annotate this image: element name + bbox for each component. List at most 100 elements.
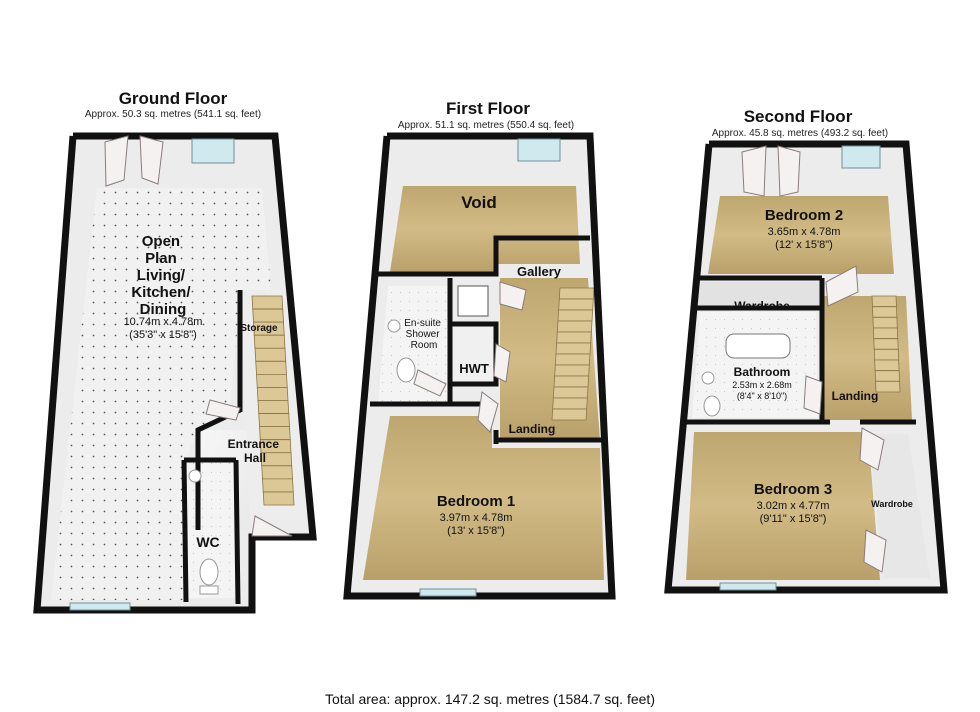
first-inner-wall-a <box>378 235 590 277</box>
total-area: Total area: approx. 147.2 sq. metres (15… <box>325 691 655 707</box>
bedroom1-dims-metric: 3.97m x 4.78m <box>440 512 513 524</box>
ground-floor: Ground Floor Approx. 50.3 sq. metres (54… <box>33 89 317 614</box>
ground-floor-title: Ground Floor <box>119 89 228 108</box>
ground-staircase <box>251 295 295 506</box>
void-label: Void <box>461 193 497 212</box>
ground-inner-wall-d <box>233 459 241 605</box>
first-stair-tread <box>551 408 588 421</box>
bedroom3-label: Bedroom 3 <box>754 481 832 498</box>
ensuite-line-2: Shower <box>406 329 441 340</box>
ensuite-line-1: En-suite <box>404 318 441 329</box>
bedroom1-dims-imperial: (13' x 15'8") <box>447 525 505 537</box>
ground-outer-wall <box>33 132 317 614</box>
second-stair-tread <box>872 327 899 340</box>
living-room-name: Open Plan Living/ Kitchen/ Dining <box>131 233 194 318</box>
bathroom-toilet <box>703 395 721 417</box>
ensuite-toilet <box>396 357 416 383</box>
first-staircase <box>551 287 595 421</box>
living-name-line-5: Dining <box>140 301 187 318</box>
wc-toilet <box>199 558 219 586</box>
living-dims-metric: 10.74m x 4.78m <box>124 316 203 328</box>
ground-stair-tread <box>253 334 286 349</box>
second-stair-tread <box>873 348 900 361</box>
bedroom3-dims-imperial: (9'11" x 15'8") <box>760 513 827 525</box>
second-stair-tread <box>874 370 900 382</box>
first-floor: First Floor Approx. 51.1 sq. metres (550… <box>343 99 616 600</box>
ground-stair-tread <box>252 308 284 323</box>
gallery-label: Gallery <box>517 264 562 279</box>
entrance-line-2: Hall <box>244 451 266 465</box>
first-stair-tread <box>554 353 591 366</box>
living-name-line-1: Open <box>142 233 180 250</box>
first-stair-tread <box>554 364 590 377</box>
bathroom-bath <box>725 333 791 359</box>
ground-window-rear <box>191 138 235 164</box>
ensuite-door <box>413 369 447 397</box>
ground-stair-tread <box>262 491 295 506</box>
storage-label: Storage <box>240 323 278 334</box>
ground-floor-area: Approx. 50.3 sq. metres (541.1 sq. feet) <box>85 109 261 120</box>
second-stair-tread <box>875 380 901 393</box>
ground-french-door-right <box>139 135 164 185</box>
second-floor-title: Second Floor <box>744 107 853 126</box>
bedroom1-label: Bedroom 1 <box>437 493 515 510</box>
second-window-rear <box>841 145 881 169</box>
ground-stair-tread <box>258 413 290 428</box>
first-stair-tread <box>558 287 595 300</box>
first-window-front <box>419 588 477 597</box>
wc-label: WC <box>196 534 219 550</box>
bathroom-dims-metric: 2.53m x 2.68m <box>732 380 792 390</box>
second-stair-tread <box>874 359 900 372</box>
bedroom2-dims-imperial: (12' x 15'8") <box>775 239 833 251</box>
ensuite-line-3: Room <box>411 340 438 351</box>
bathroom-basin <box>701 371 715 385</box>
gallery-door <box>499 281 527 311</box>
bathroom-door <box>803 375 823 415</box>
ensuite-floor <box>378 286 450 404</box>
ground-stair-tread <box>255 360 287 375</box>
first-stair-tread <box>552 397 588 410</box>
bedroom2-door-left <box>741 145 767 197</box>
bedroom1-door <box>477 391 499 433</box>
first-stair-tread <box>558 298 594 311</box>
hwt-floor <box>452 326 494 382</box>
first-floor-title: First Floor <box>446 99 530 118</box>
bedroom2-landing-door <box>825 265 859 307</box>
first-window-rear <box>517 138 561 162</box>
entrance-line-1: Entrance <box>228 437 280 451</box>
wardrobe-top-label: Wardrobe <box>734 299 790 313</box>
wc-cistern <box>199 585 219 595</box>
first-stair-tread <box>556 320 593 333</box>
ground-stair-tread <box>254 347 287 362</box>
ground-stair-tread <box>251 295 284 310</box>
bedroom2-floor <box>708 196 894 274</box>
wardrobe-door-lower <box>863 529 887 573</box>
wardrobe-side-label: Wardrobe <box>871 499 913 509</box>
second-stair-tread <box>872 306 898 318</box>
bathroom-dims-imperial: (8'4" x 8'10") <box>737 391 787 401</box>
ground-french-door-left <box>104 135 129 187</box>
hwt-label: HWT <box>459 361 489 376</box>
bedroom2-label: Bedroom 2 <box>765 207 843 224</box>
first-stair-tread <box>556 331 592 344</box>
entrance-hall-label: Entrance Hall <box>228 437 283 465</box>
living-name-line-3: Living/ <box>137 267 186 284</box>
bathroom-label: Bathroom <box>734 365 791 379</box>
second-window-front <box>719 582 777 591</box>
first-stair-tread <box>553 375 590 388</box>
ground-stair-tread <box>256 373 288 388</box>
second-landing-label: Landing <box>832 389 879 403</box>
second-outer-wall <box>664 140 948 594</box>
second-stair-tread <box>872 316 898 329</box>
first-stair-tread <box>555 342 592 355</box>
ground-stair-tread <box>257 400 290 414</box>
living-dims-imperial: (35'3" x 15'8") <box>129 329 197 341</box>
bedroom3-dims-metric: 3.02m x 4.77m <box>757 500 830 512</box>
first-outer-wall <box>343 132 616 600</box>
hwt-door <box>493 343 511 383</box>
ensuite-label: En-suite Shower Room <box>404 318 443 351</box>
second-stair-tread <box>871 295 897 308</box>
ground-stair-tread <box>256 387 289 401</box>
ensuite-shower-tray <box>457 285 489 317</box>
